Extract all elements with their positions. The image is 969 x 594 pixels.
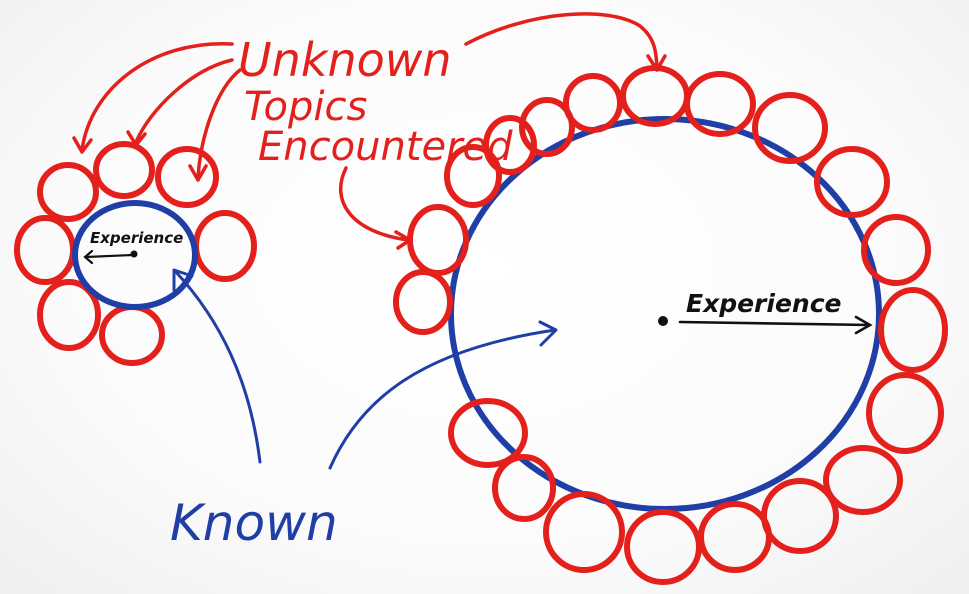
large-topic-loop [563,73,623,133]
large-topic-loop [684,71,756,137]
unknown-label-line3: Encountered [258,124,513,170]
large-topic-loop [624,509,702,585]
large-topic-loop [492,454,556,522]
large-topic-loop [823,445,903,515]
large-topic-loop [861,214,931,286]
large-topic-loop [519,97,575,157]
small-topic-loop [93,141,155,199]
small-topic-loop [37,279,101,351]
small-diagram: Experience [14,141,257,366]
large-topic-loop [448,398,528,468]
small-experience-arrow [83,249,134,265]
large-topic-loop [407,204,469,276]
large-center-dot [658,316,668,326]
small-known-circle [72,200,198,310]
known-annotation: Known [170,268,558,552]
large-topic-loop [393,269,453,335]
pointer-arrow-large-left [339,166,412,250]
known-label: Known [170,494,338,552]
known-arrow-large [328,320,558,470]
large-topic-loop [543,491,625,573]
large-experience-arrow [678,315,873,335]
pointer-arrow-large-top [464,12,667,72]
small-experience-label: Experience [90,229,183,247]
unknown-label-line1: Unknown [238,33,452,87]
large-topic-loop [444,144,502,208]
pointer-arrow-small-3 [188,68,242,182]
pointer-arrow-small-1 [72,42,234,154]
pointer-arrow-small-2 [126,58,234,147]
large-unknown-topics [393,65,948,585]
large-topic-loop [752,92,828,164]
large-topic-loop [866,372,944,454]
large-topic-loop [878,287,948,373]
small-topic-loop [193,210,257,282]
small-topic-loop [99,304,165,366]
small-topic-loop [14,215,76,285]
large-experience-label: Experience [686,289,841,318]
unknown-label-line2: Topics [244,84,367,130]
large-topic-loop [698,501,772,573]
large-diagram: Experience [393,65,948,585]
small-topic-loop [155,146,219,208]
large-topic-loop [620,65,690,127]
large-topic-loop [761,478,839,554]
unknown-topics-annotation: Unknown Topics Encountered [72,12,667,250]
known-arrow-small [172,268,262,464]
large-topic-loop [483,115,537,175]
large-topic-loop [814,146,890,218]
small-topic-loop [37,162,99,222]
